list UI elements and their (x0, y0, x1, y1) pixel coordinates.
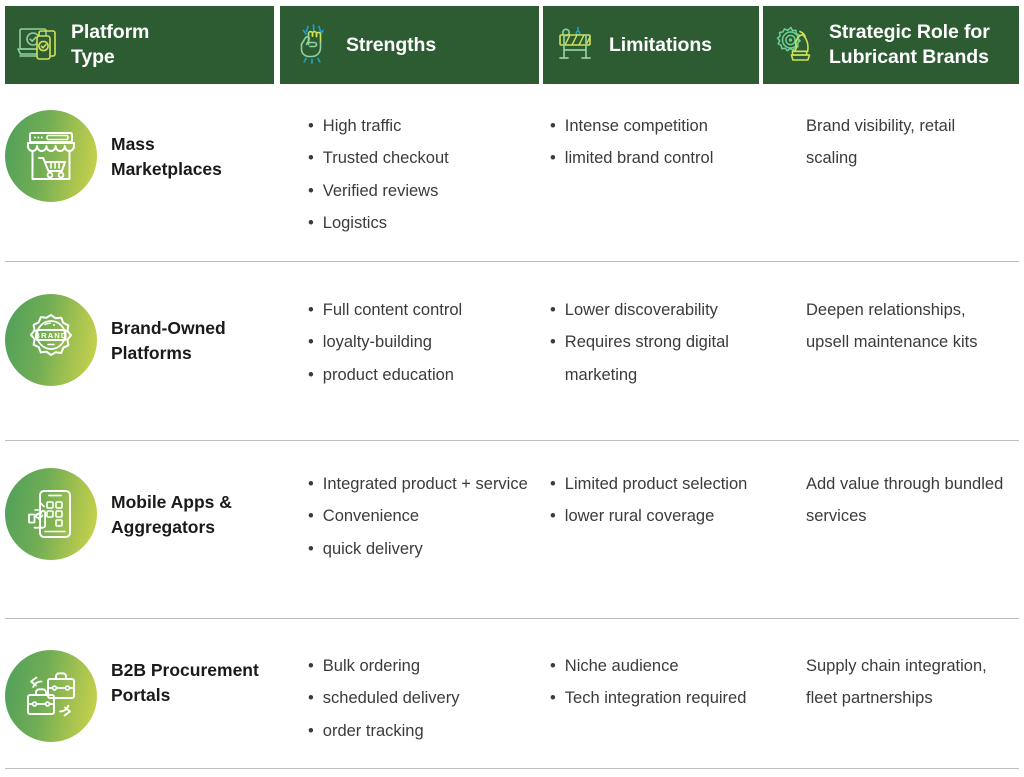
brand-badge-icon: BRAND (5, 294, 97, 386)
list-item: •Lower discoverability (550, 294, 795, 326)
road-barrier-icon (553, 22, 599, 68)
table-header-row: Platform Type Strengths (0, 6, 1024, 84)
platform-label: Mass Marketplaces (111, 134, 222, 179)
list-item: •scheduled delivery (308, 682, 540, 714)
bullet-glyph: • (308, 507, 314, 526)
row-divider (5, 261, 1019, 262)
limitations-cell: •Intense competition •limited brand cont… (550, 110, 795, 175)
strategic-role-cell: Brand visibility, retail scaling (806, 117, 956, 168)
bullet-glyph: • (550, 301, 556, 319)
column-header-label: Platform Type (71, 21, 150, 68)
bullet-glyph: • (550, 117, 556, 135)
column-header-platform-type: Platform Type (5, 6, 274, 84)
limitations-cell: •Limited product selection •lower rural … (550, 468, 795, 533)
platform-cell: B2B Procurement Portals (5, 650, 280, 742)
bullet-glyph: • (308, 149, 314, 168)
devices-check-icon (15, 22, 61, 68)
column-header-label: Limitations (609, 33, 712, 56)
bullet-glyph: • (550, 475, 556, 493)
bullet-glyph: • (550, 657, 556, 675)
strengths-cell: •Integrated product + service •Convenien… (308, 468, 540, 565)
strengths-cell: •Full content control •loyalty-building … (308, 294, 540, 391)
list-item: •Verified reviews (308, 175, 540, 207)
column-header-label: Strengths (346, 33, 437, 56)
bullet-glyph: • (308, 301, 314, 319)
list-item: •lower rural coverage (550, 500, 795, 532)
gear-target-knight-icon (773, 22, 819, 68)
strategic-role-cell: Deepen relationships, upsell maintenance… (806, 301, 978, 352)
bullet-glyph: • (308, 475, 314, 493)
mobile-app-tap-icon (5, 468, 97, 560)
bullet-glyph: • (308, 689, 314, 708)
list-item: •quick delivery (308, 533, 540, 565)
column-header-strengths: Strengths (280, 6, 539, 84)
bullet-glyph: • (550, 689, 556, 708)
list-item: •Intense competition (550, 110, 795, 142)
bullet-glyph: • (308, 213, 314, 232)
list-item: •Requires strong digital marketing (550, 326, 795, 391)
list-item: •Integrated product + service (308, 468, 540, 500)
strengths-cell: •High traffic •Trusted checkout •Verifie… (308, 110, 540, 239)
list-item: •loyalty-building (308, 326, 540, 358)
limitations-cell: •Lower discoverability •Requires strong … (550, 294, 795, 391)
column-header-label: Strategic Role for Lubricant Brands (829, 21, 990, 68)
row-divider (5, 440, 1019, 441)
bullet-glyph: • (308, 365, 314, 384)
column-header-limitations: Limitations (543, 6, 759, 84)
storefront-cart-icon (5, 110, 97, 202)
bullet-glyph: • (308, 117, 314, 135)
column-header-strategic-role: Strategic Role for Lubricant Brands (763, 6, 1019, 84)
bullet-glyph: • (550, 507, 556, 526)
platform-label: Brand-Owned Platforms (111, 318, 226, 363)
bullet-glyph: • (550, 333, 556, 352)
row-divider (5, 618, 1019, 619)
list-item: •Niche audience (550, 650, 795, 682)
list-item: •limited brand control (550, 142, 795, 174)
strategic-role-cell: Supply chain integration, fleet partners… (806, 657, 987, 708)
svg-text:BRAND: BRAND (35, 331, 68, 340)
list-item: •Limited product selection (550, 468, 795, 500)
strategic-role-cell: Add value through bundled services (806, 475, 1004, 526)
list-item: •High traffic (308, 110, 540, 142)
list-item: •Bulk ordering (308, 650, 540, 682)
list-item: •order tracking (308, 715, 540, 747)
platform-cell: Mass Marketplaces (5, 110, 280, 202)
bullet-glyph: • (308, 539, 314, 558)
list-item: •Logistics (308, 207, 540, 239)
list-item: •Convenience (308, 500, 540, 532)
bullet-glyph: • (308, 333, 314, 352)
bullet-glyph: • (308, 181, 314, 200)
list-item: •product education (308, 359, 540, 391)
list-item: •Tech integration required (550, 682, 795, 714)
platform-label: B2B Procurement Portals (111, 660, 259, 705)
briefcase-exchange-icon (5, 650, 97, 742)
limitations-cell: •Niche audience •Tech integration requir… (550, 650, 795, 715)
bullet-glyph: • (550, 149, 556, 168)
platform-cell: BRAND Brand-Owned Platforms (5, 294, 280, 386)
list-item: •Trusted checkout (308, 142, 540, 174)
strengths-cell: •Bulk ordering •scheduled delivery •orde… (308, 650, 540, 747)
bullet-glyph: • (308, 657, 314, 675)
bullet-glyph: • (308, 721, 314, 740)
row-divider (5, 768, 1019, 769)
strong-fist-icon (290, 22, 336, 68)
list-item: •Full content control (308, 294, 540, 326)
platform-label: Mobile Apps & Aggregators (111, 492, 232, 537)
platform-cell: Mobile Apps & Aggregators (5, 468, 280, 560)
